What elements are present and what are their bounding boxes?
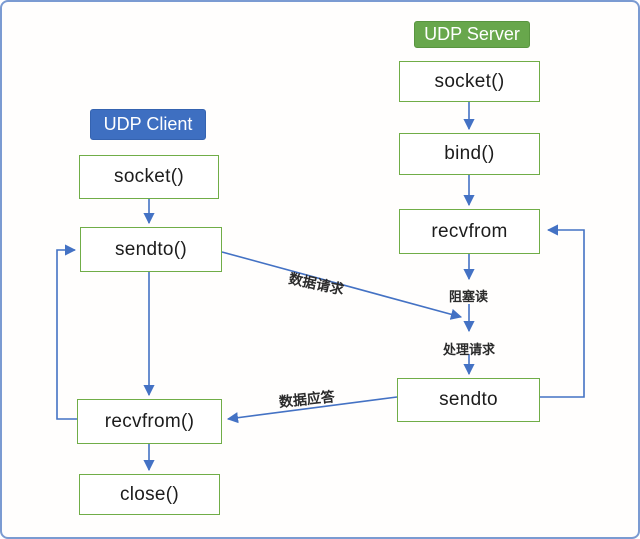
client-recvfrom-node: recvfrom() xyxy=(77,399,222,444)
client-close-node: close() xyxy=(79,474,220,515)
server-recvfrom-node: recvfrom xyxy=(399,209,540,254)
server-sendto-node: sendto xyxy=(397,378,540,422)
server-bind-node: bind() xyxy=(399,133,540,175)
client-socket-node: socket() xyxy=(79,155,219,199)
data-request-label: 数据请求 xyxy=(287,270,346,298)
arrow-server-sendto-loop-to-recvfrom xyxy=(540,224,585,398)
server-sendto-label: sendto xyxy=(439,389,498,410)
arrow-client-recvfrom-loop-to-sendto xyxy=(56,244,77,420)
server-header-badge: UDP Server xyxy=(414,21,530,48)
client-close-label: close() xyxy=(119,483,180,505)
server-socket-label: socket() xyxy=(434,70,505,92)
process-request-label: 处理请求 xyxy=(443,342,496,357)
server-socket-node: socket() xyxy=(399,61,540,102)
client-sendto-node: sendto() xyxy=(80,227,222,272)
client-header-label: UDP Client xyxy=(103,114,193,134)
server-bind-label: bind() xyxy=(444,143,495,164)
data-reply-label: 数据应答 xyxy=(278,388,336,410)
server-header-label: UDP Server xyxy=(424,24,520,44)
server-recvfrom-label: recvfrom xyxy=(431,220,508,242)
client-recvfrom-label: recvfrom() xyxy=(104,410,195,432)
client-socket-label: socket() xyxy=(114,166,184,187)
client-header-badge: UDP Client xyxy=(90,109,206,140)
blocking-read-label: 阻塞读 xyxy=(449,289,489,304)
client-sendto-label: sendto() xyxy=(114,238,188,260)
